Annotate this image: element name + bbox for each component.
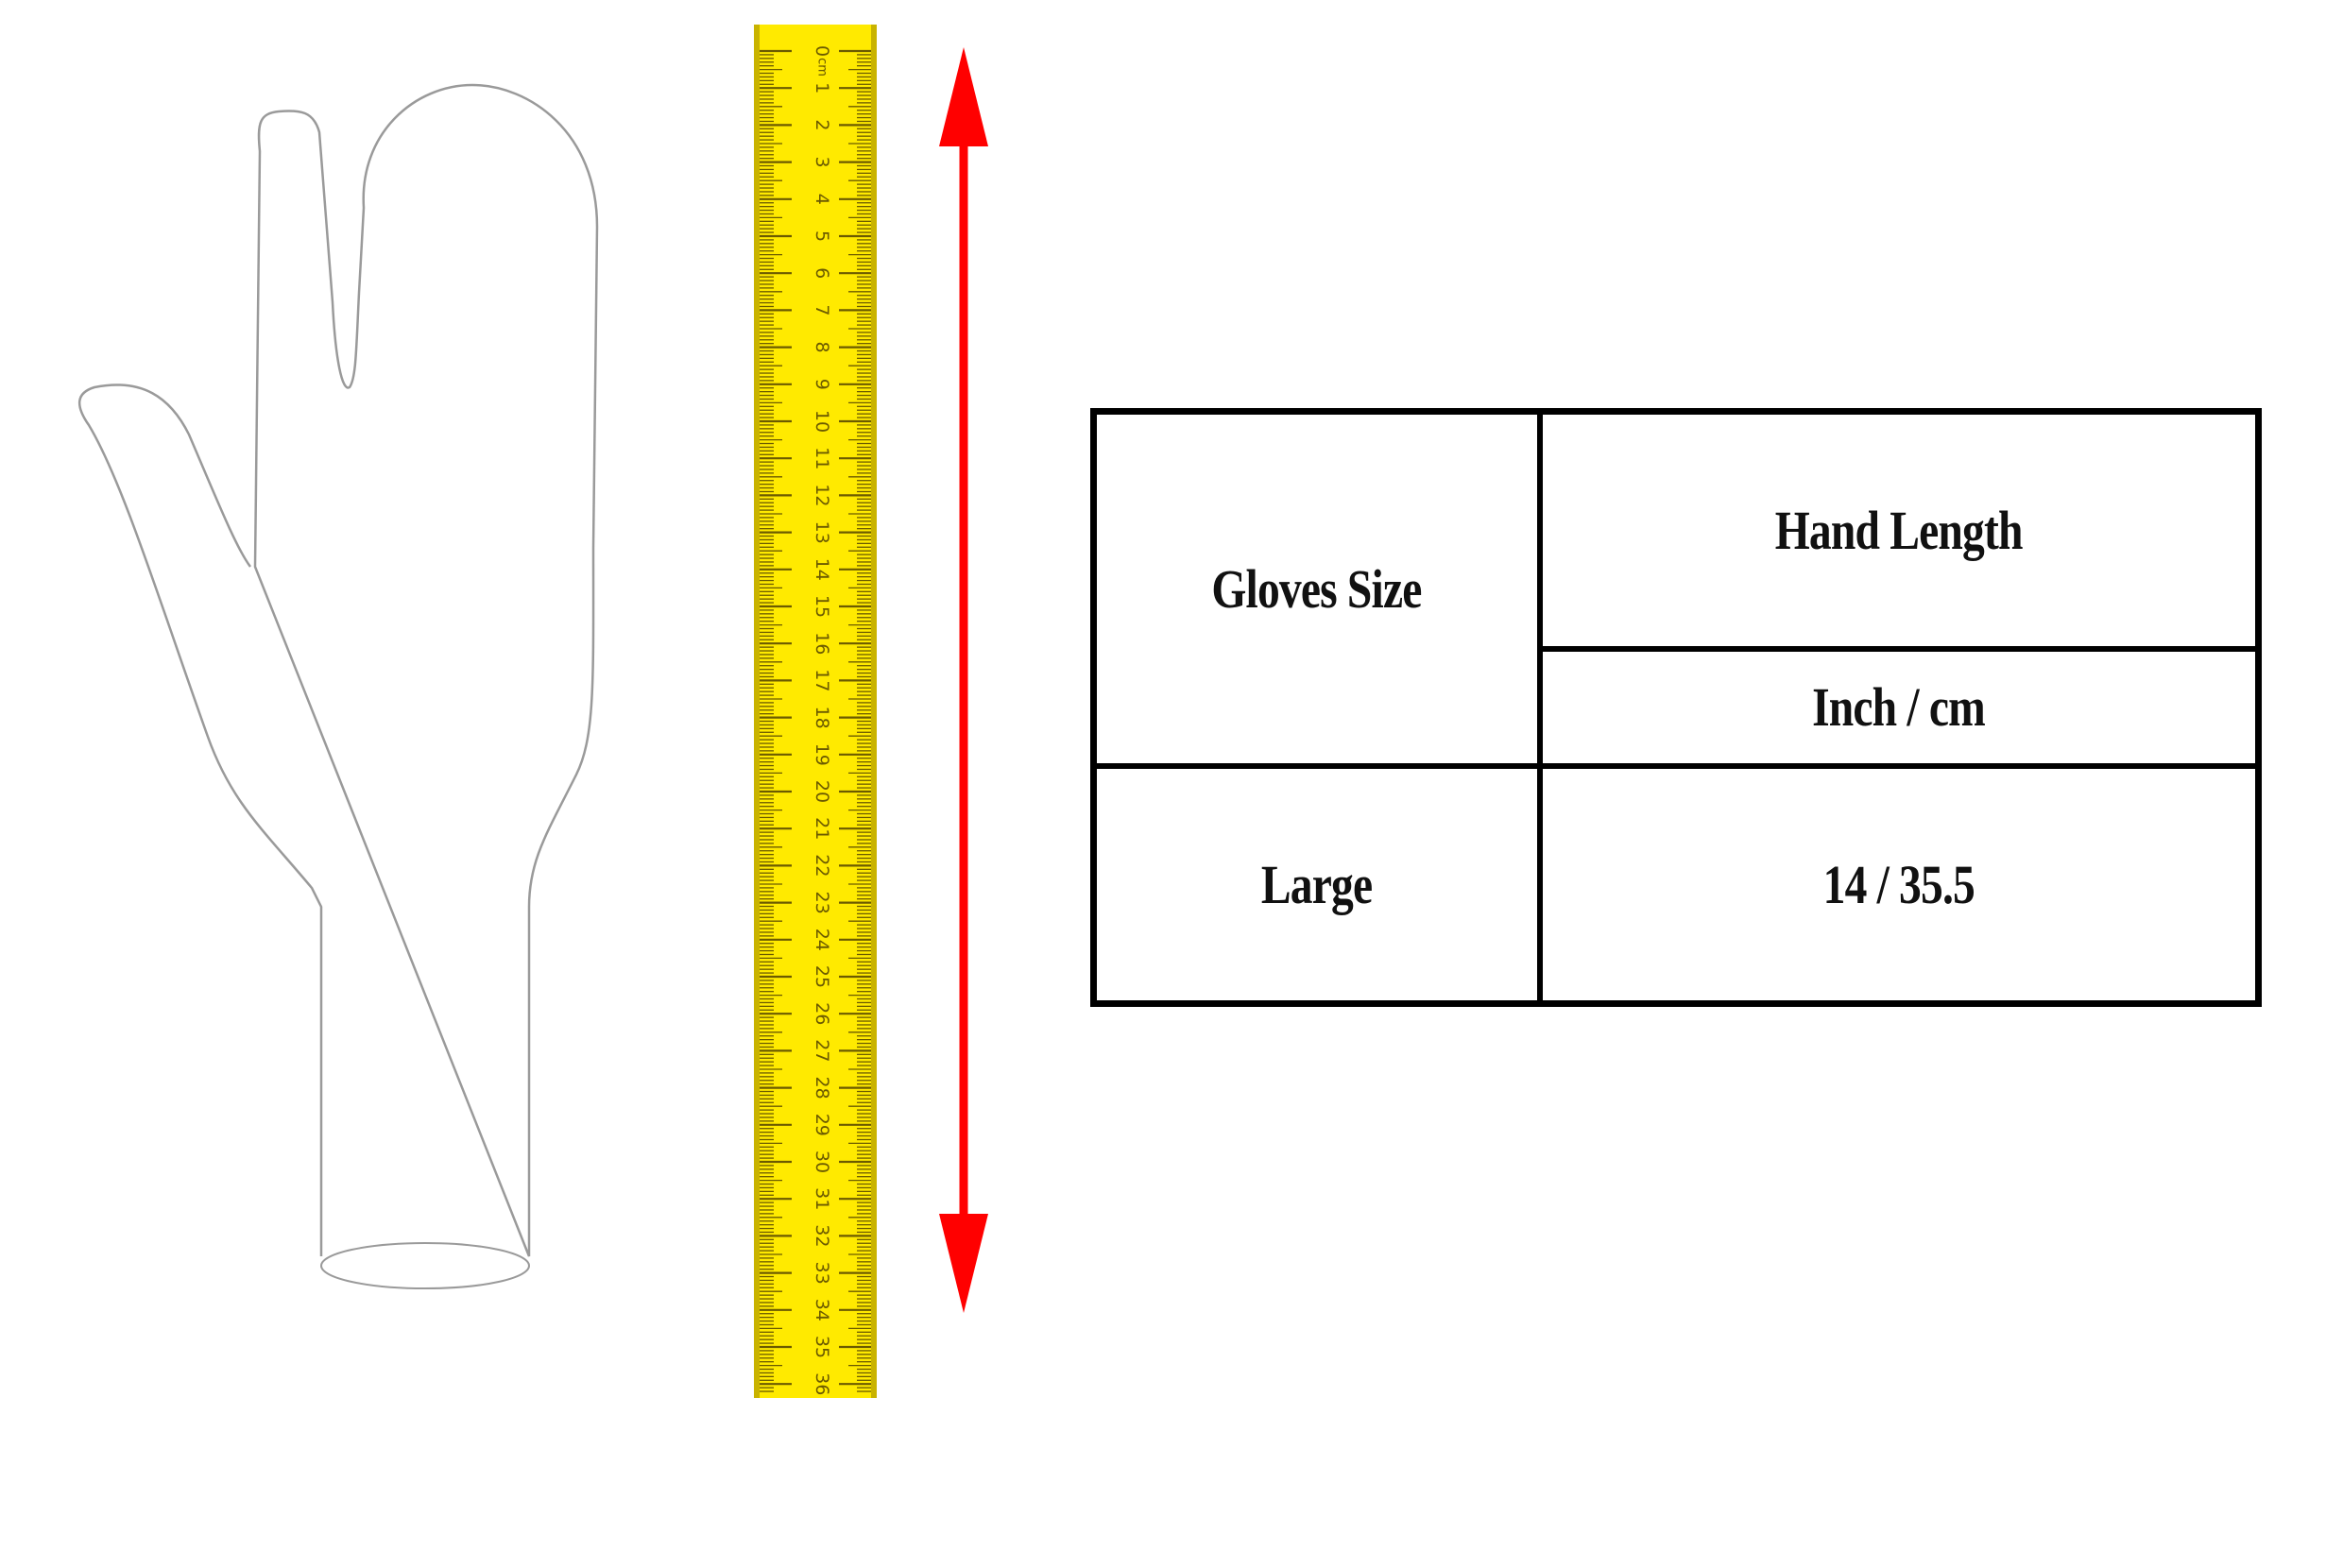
- size-chart-table: Gloves Size Hand Length Inch / cm Large …: [1090, 408, 2262, 1007]
- units-cell: Inch / cm: [1536, 645, 2262, 770]
- arrow-head-down: [939, 1214, 988, 1313]
- tape-tick-label: 17: [812, 669, 832, 691]
- length-value: 14 / 35.5: [1822, 854, 1975, 916]
- tape-tick-label: 2: [812, 119, 832, 130]
- table-row: Large 14 / 35.5: [1090, 763, 2262, 1007]
- tape-tick-label: 30: [812, 1150, 832, 1173]
- tape-tick-label: 7: [812, 304, 832, 315]
- tape-tick-label: 33: [812, 1262, 832, 1285]
- tape-tick-label: 29: [812, 1114, 832, 1136]
- glove-outline-illustration: [78, 83, 599, 1289]
- tape-unit-label: cm: [815, 58, 829, 77]
- glove-outline: [78, 83, 599, 1257]
- length-cell: 14 / 35.5: [1536, 763, 2262, 1007]
- hand-length-header: Hand Length: [1774, 499, 2024, 561]
- tape-tick-label: 25: [812, 965, 832, 988]
- tape-tick-label: 23: [812, 892, 832, 914]
- tape-tick-label: 26: [812, 1002, 832, 1025]
- tape-tick-label: 22: [812, 854, 832, 877]
- tape-edge-right: [871, 25, 877, 1398]
- tape-tick-label: 9: [812, 379, 832, 390]
- tape-tick-label: 27: [812, 1039, 832, 1062]
- hand-length-header-cell: Hand Length: [1536, 408, 2262, 652]
- tape-tick-label: 16: [812, 632, 832, 655]
- gloves-size-header-cell: Gloves Size: [1090, 408, 1543, 770]
- tape-tick-label: 4: [812, 194, 832, 205]
- tape-tick-label: 20: [812, 780, 832, 803]
- size-cell: Large: [1090, 763, 1543, 1007]
- tape-tick-label: 14: [812, 558, 832, 581]
- tape-tick-label: 32: [812, 1224, 832, 1247]
- tape-tick-label: 15: [812, 595, 832, 618]
- tape-tick-label: 31: [812, 1187, 832, 1210]
- tape-tick-label: 21: [812, 817, 832, 840]
- table-units-row: Inch / cm: [1094, 645, 2262, 770]
- tape-tick-label: 18: [812, 707, 832, 729]
- tape-tick-label: 3: [812, 157, 832, 168]
- tape-ticks: [760, 49, 871, 1392]
- tape-tick-label: 35: [812, 1336, 832, 1358]
- size-value: Large: [1261, 854, 1373, 916]
- gloves-size-header: Gloves Size: [1211, 558, 1423, 621]
- tape-tick-label: 10: [812, 410, 832, 433]
- tape-tick-label: 36: [812, 1372, 832, 1395]
- tape-tick-label: 6: [812, 267, 832, 279]
- tape-body: [754, 25, 877, 1398]
- tape-edge-left: [754, 25, 760, 1398]
- glove-cuff-opening: [320, 1242, 530, 1289]
- units-label: Inch / cm: [1812, 676, 1986, 739]
- tape-labels: 0123456789101112131415161718192021222324…: [812, 45, 832, 1395]
- tape-tick-label: 13: [812, 521, 832, 544]
- arrow-head-up: [939, 47, 988, 146]
- tape-tick-label: 5: [812, 230, 832, 242]
- tape-tick-label: 24: [812, 929, 832, 951]
- length-arrow: [939, 47, 988, 1313]
- tape-tick-label: 8: [812, 342, 832, 353]
- tape-tick-label: 0: [812, 45, 832, 57]
- tape-tick-label: 11: [812, 447, 832, 469]
- tape-tick-label: 34: [812, 1299, 832, 1321]
- tape-tick-label: 19: [812, 743, 832, 766]
- tape-tick-label: 28: [812, 1077, 832, 1099]
- table-header-row: Gloves Size Hand Length: [1090, 408, 2262, 770]
- tape-tick-label: 12: [812, 484, 832, 506]
- tape-tick-label: 1: [812, 82, 832, 94]
- measuring-tape: 0123456789101112131415161718192021222324…: [754, 25, 877, 1398]
